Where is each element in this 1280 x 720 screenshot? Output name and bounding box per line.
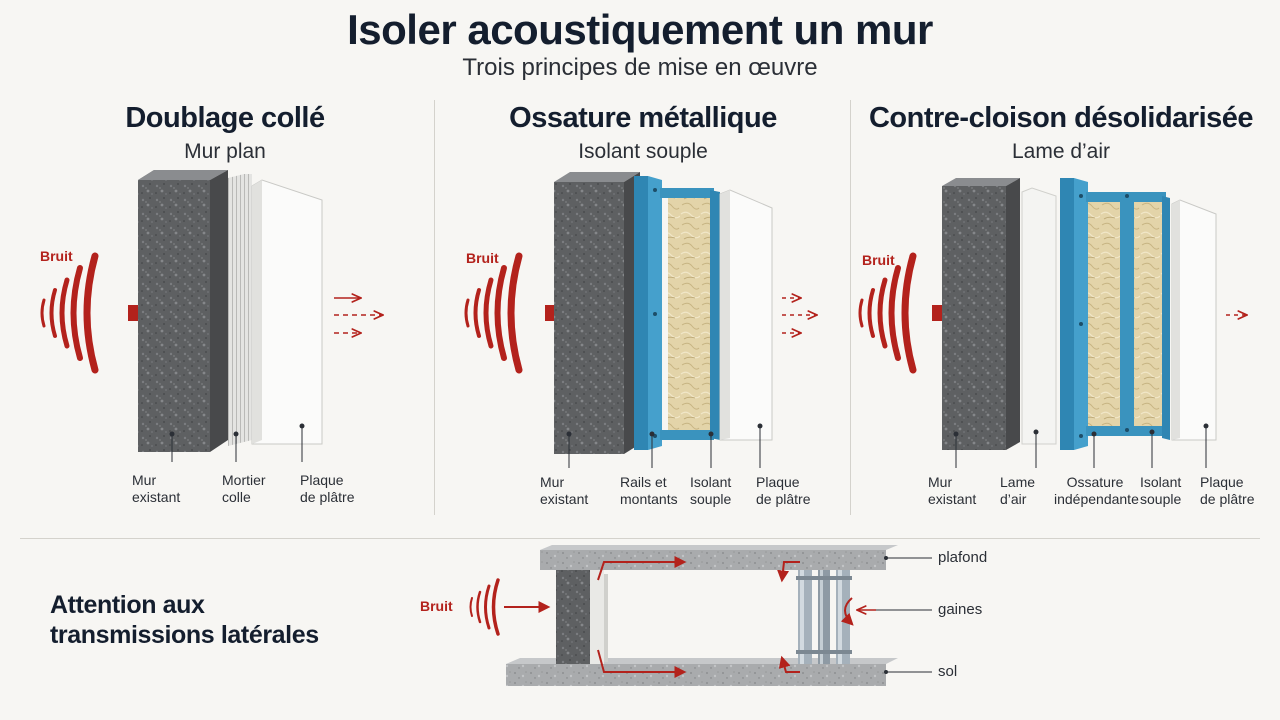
panel-2-subtitle: Isolant souple [578, 140, 708, 163]
panel-3-subtitle: Lame d’air [1011, 140, 1111, 163]
lateral-noise-label: Bruit [420, 598, 453, 614]
panel-2-noise-label: Bruit [466, 250, 499, 266]
lateral-illustration [469, 545, 932, 686]
label-ducts: gaines [938, 601, 983, 618]
label-ceiling: plafond [938, 549, 988, 566]
page-subtitle: Trois principes de mise en œuvre [462, 54, 818, 81]
panel-3-illustration [858, 178, 1246, 468]
panel-3-noise-label: Bruit [862, 252, 895, 268]
page-title: Isoler acoustiquement un mur [347, 6, 933, 53]
panel-1-noise-label: Bruit [40, 248, 73, 264]
panel-1-illustration [40, 170, 382, 462]
label-floor: sol [938, 663, 958, 680]
panel-3-title: Contre-cloison désolidarisée [868, 102, 1254, 134]
lateral-heading: Attention aux transmissions latérales [50, 591, 319, 649]
panel-1-subtitle: Mur plan [184, 140, 266, 163]
panel-1-title: Doublage collé [125, 102, 325, 134]
panel-2-title: Ossature métallique [509, 102, 777, 134]
panel-2-illustration [464, 172, 816, 468]
